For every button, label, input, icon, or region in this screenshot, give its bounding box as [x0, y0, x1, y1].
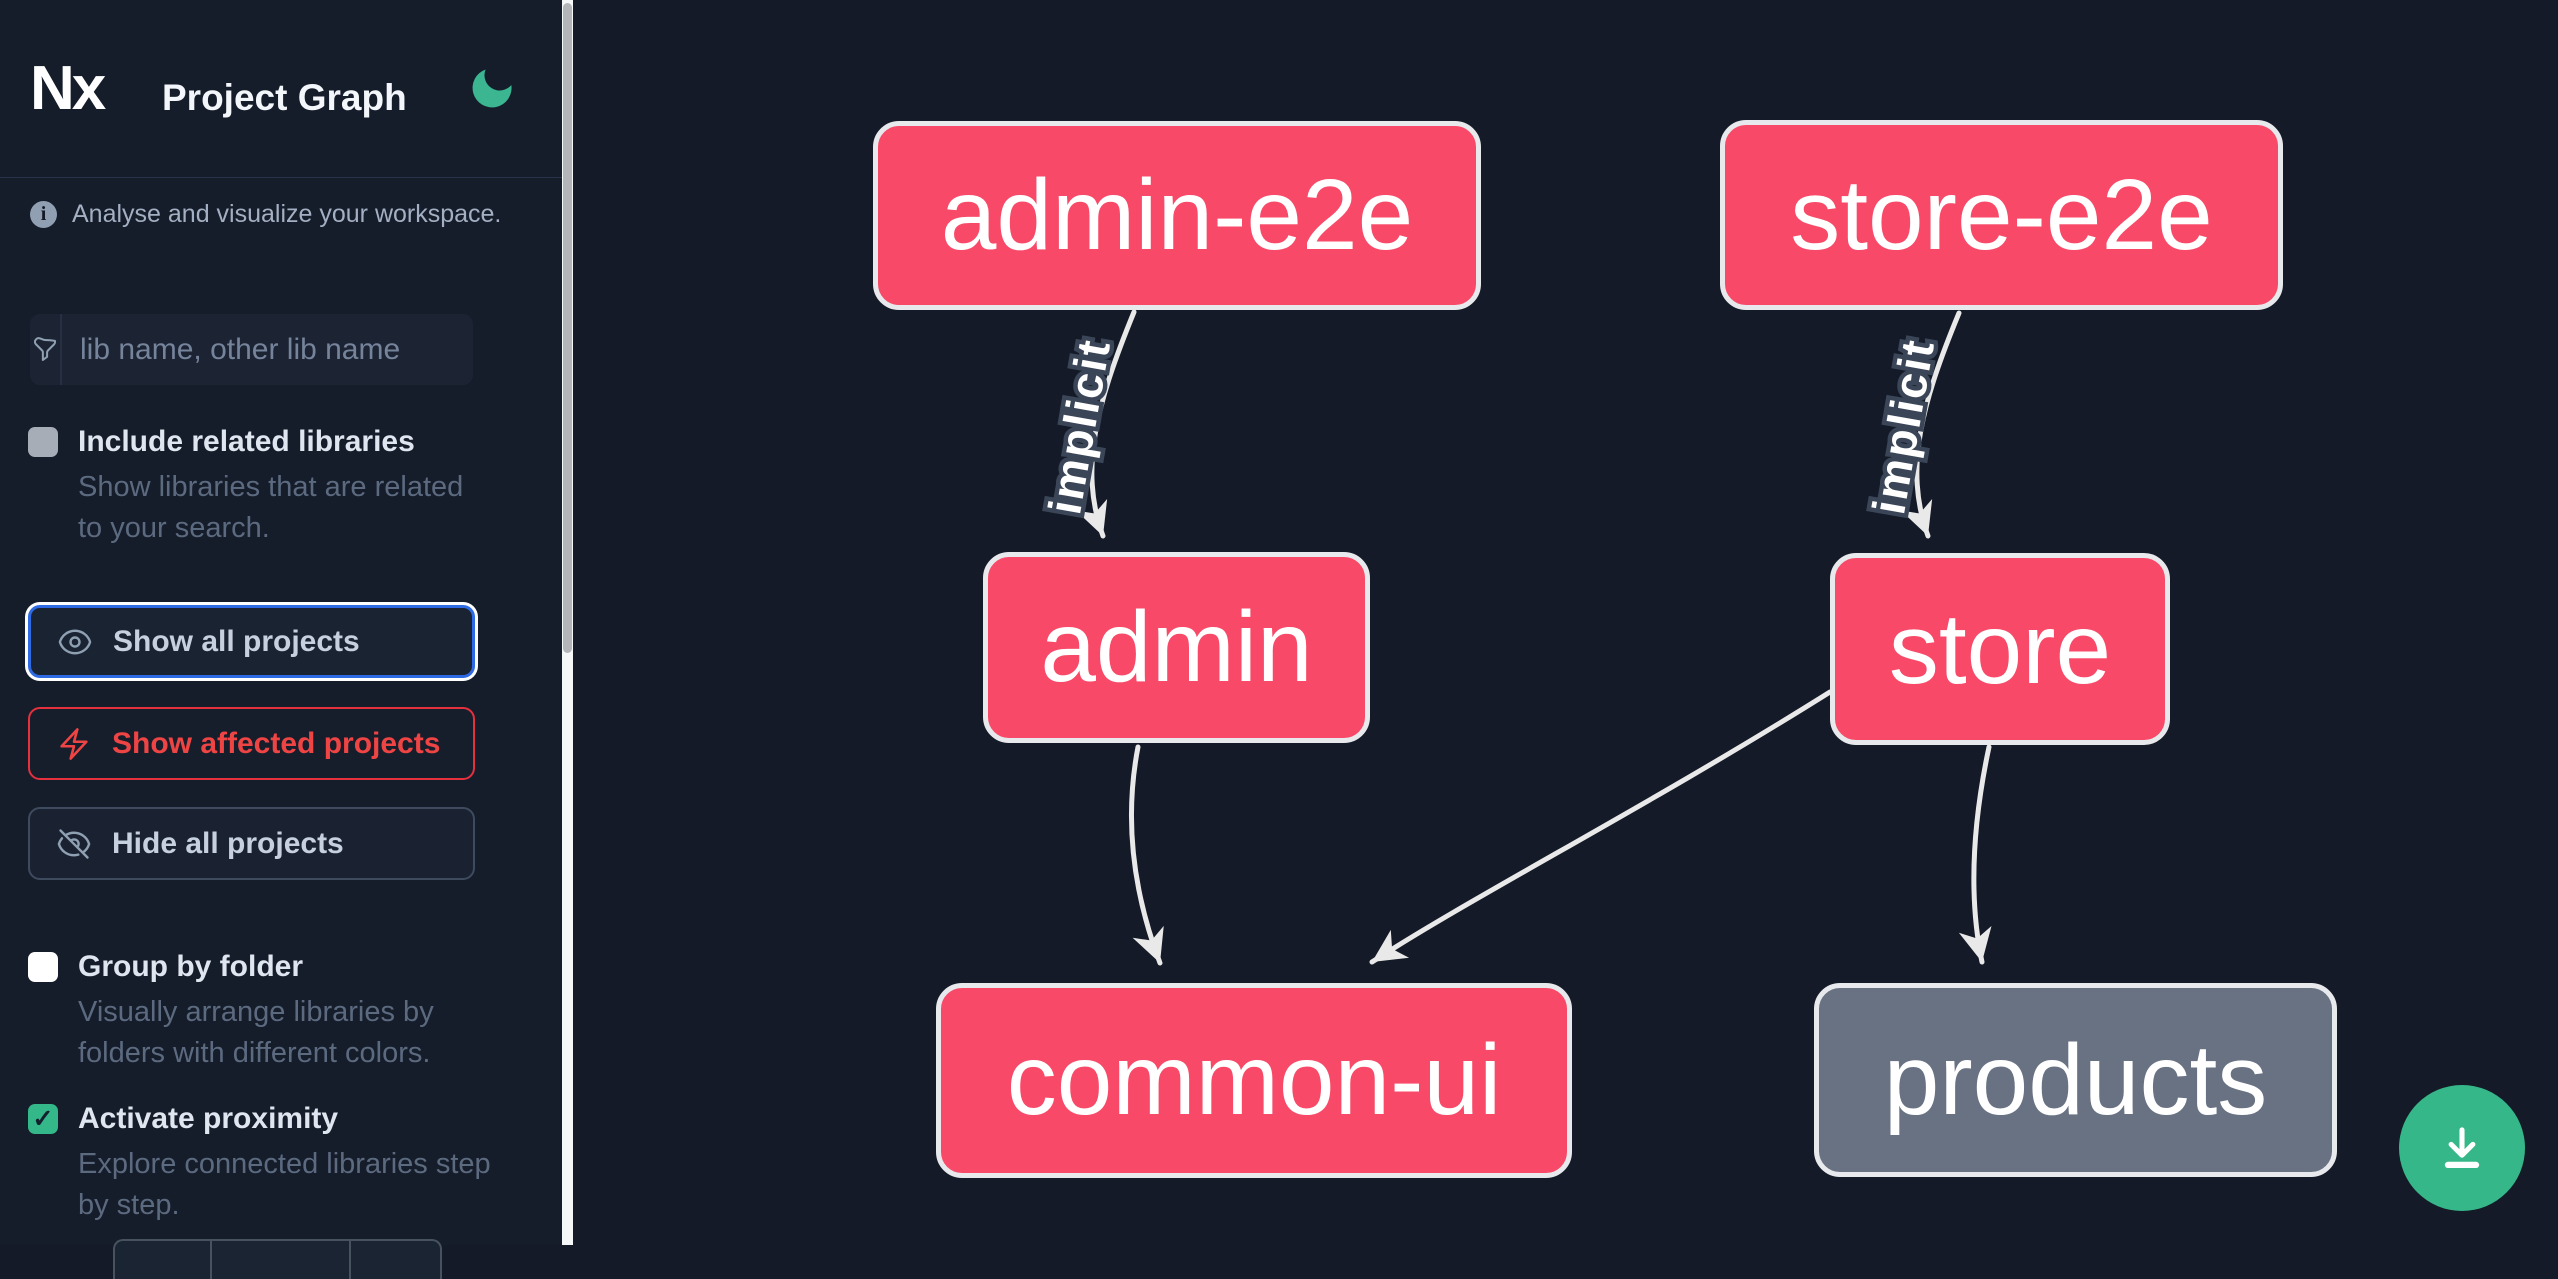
scrollbar-thumb[interactable] [563, 3, 572, 653]
button-label: Show affected projects [112, 726, 441, 760]
sidebar-scrollbar[interactable] [562, 0, 573, 1245]
toggle-label: Include related libraries [78, 425, 415, 458]
filter-icon-cell [30, 314, 62, 385]
node-admin-e2e[interactable]: admin-e2e [873, 121, 1481, 310]
toggle-label: Group by folder [78, 950, 303, 983]
show-affected-projects-button[interactable]: Show affected projects [28, 707, 475, 780]
node-products[interactable]: products [1814, 983, 2337, 1177]
download-image-button[interactable] [2399, 1085, 2525, 1211]
header-divider [0, 177, 562, 178]
stepper-divider [210, 1241, 212, 1279]
eye-icon [57, 624, 93, 660]
info-icon: i [30, 201, 57, 228]
nx-logo[interactable]: Nx [30, 58, 106, 120]
page-title: Project Graph [162, 77, 407, 118]
toggle-description: Visually arrange libraries by folders wi… [78, 996, 434, 1069]
node-store[interactable]: store [1830, 553, 2170, 745]
proximity-stepper[interactable] [113, 1239, 442, 1279]
include-related-checkbox[interactable] [28, 427, 58, 457]
toggle-description: Explore connected libraries step by step… [78, 1148, 491, 1221]
button-label: Show all projects [113, 624, 360, 658]
node-common-ui[interactable]: common-ui [936, 983, 1572, 1178]
tagline-text: Analyse and visualize your workspace. [72, 200, 502, 228]
theme-toggle-button[interactable] [462, 58, 522, 118]
toggle-label: Activate proximity [78, 1102, 339, 1135]
group-by-folder-checkbox[interactable] [28, 952, 58, 982]
moon-icon [472, 69, 512, 108]
filter-funnel-icon [34, 336, 56, 361]
nx-logo-text: Nx [30, 54, 106, 123]
show-all-projects-button[interactable]: Show all projects [28, 605, 475, 678]
download-icon [2444, 1127, 2480, 1169]
eye-slash-icon [56, 826, 92, 862]
stepper-divider [349, 1241, 351, 1279]
sidebar: Nx Project Graph i Analyse and visualize… [0, 0, 562, 1279]
toggle-description: Show libraries that are related to your … [78, 471, 464, 544]
activate-proximity-checkbox[interactable]: ✓ [28, 1104, 58, 1134]
node-admin[interactable]: admin [983, 552, 1370, 743]
search-input[interactable] [62, 314, 473, 385]
search-box [30, 314, 473, 385]
bolt-icon [56, 726, 92, 762]
tagline-row: i Analyse and visualize your workspace. [30, 200, 501, 229]
button-label: Hide all projects [112, 826, 344, 860]
hide-all-projects-button[interactable]: Hide all projects [28, 807, 475, 880]
node-store-e2e[interactable]: store-e2e [1720, 120, 2283, 310]
